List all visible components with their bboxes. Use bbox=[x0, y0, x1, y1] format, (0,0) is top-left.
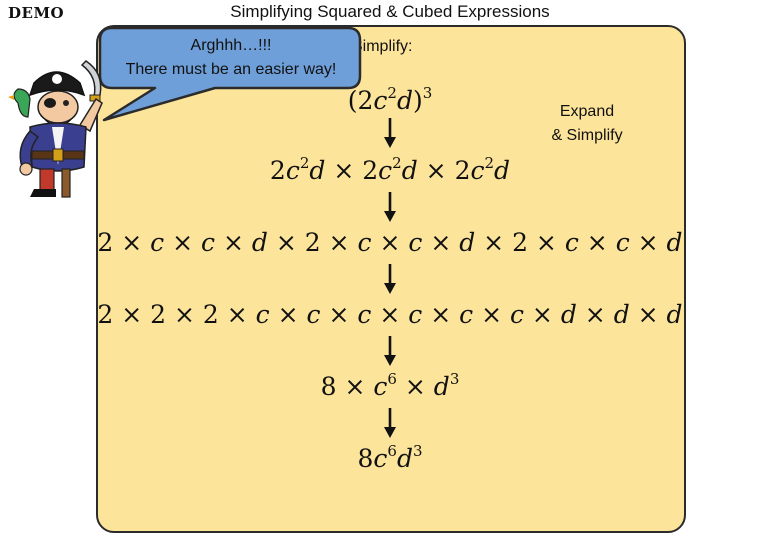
step-3-expression: 2 × c × c × d × 2 × c × c × d × 2 × c × … bbox=[97, 228, 683, 257]
step-4-expression: 2 × 2 × 2 × c × c × c × c × c × c × d × … bbox=[97, 300, 683, 329]
step-1-expression: (2c2d)3 bbox=[347, 84, 433, 116]
down-arrow-icon bbox=[384, 118, 396, 148]
down-arrow-icon bbox=[384, 264, 396, 294]
down-arrow-icon bbox=[384, 336, 396, 366]
simplify-instruction: Simplify: bbox=[352, 38, 413, 55]
pirate-character-icon bbox=[8, 60, 103, 198]
page-title: Simplifying Squared & Cubed Expressions bbox=[230, 2, 550, 21]
speech-line-2: There must be an easier way! bbox=[125, 61, 337, 78]
side-note-line2: & Simplify bbox=[551, 127, 623, 144]
speech-bubble-text: Arghhh…!!! There must be an easier way! bbox=[103, 34, 359, 82]
step-6-expression: 8c6d3 bbox=[357, 442, 423, 474]
demo-label: DEMO bbox=[8, 4, 65, 22]
speech-line-1: Arghhh…!!! bbox=[190, 37, 272, 54]
step-2-expression: 2c2d × 2c2d × 2c2d bbox=[269, 154, 511, 186]
side-note-line1: Expand bbox=[559, 103, 615, 120]
step-5-expression: 8 × c6 × d3 bbox=[320, 370, 460, 402]
down-arrow-icon bbox=[384, 192, 396, 222]
down-arrow-icon bbox=[384, 408, 396, 438]
side-note: Expand & Simplify bbox=[532, 100, 642, 148]
speech-bubble bbox=[98, 26, 362, 122]
